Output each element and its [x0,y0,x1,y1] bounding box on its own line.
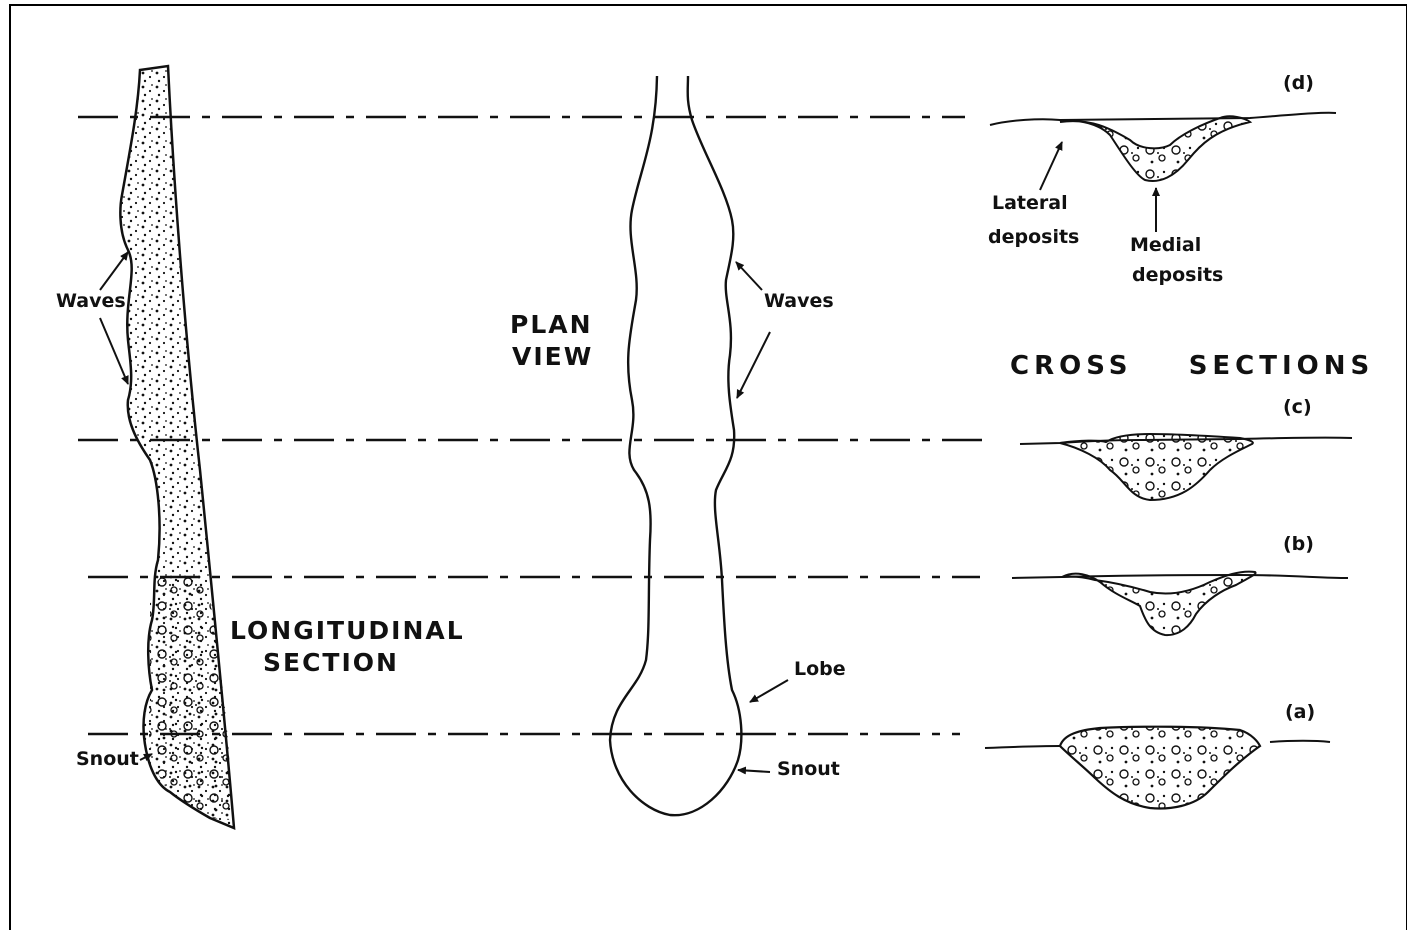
arrow-lateral [1040,142,1062,190]
cross-section-b [1012,572,1348,635]
waves-left-label: Waves [56,292,126,311]
arrow-waves-left-lower [100,318,128,384]
cross-section-c [1020,434,1352,500]
section-d-label: (d) [1283,74,1314,93]
lateral-deposits-label-line1: Lateral [992,194,1068,213]
section-c-label: (c) [1283,398,1312,417]
snout-plan-label: Snout [777,760,840,779]
arrow-waves-plan-lower [737,332,770,398]
plan-view-title-line2: VIEW [512,344,593,369]
plan-view-title-line1: PLAN [510,312,593,337]
arrow-snout-plan [738,770,770,772]
lobe-label: Lobe [794,660,846,679]
arrow-lobe [750,680,788,702]
snout-left-label: Snout [76,750,139,769]
section-a-label: (a) [1285,703,1315,722]
cross-section-a [985,727,1330,809]
longitudinal-section-title-line2: SECTION [263,650,399,675]
longitudinal-section-title-line1: LONGITUDINAL [230,618,465,643]
cross-section-d [990,113,1336,181]
medial-deposits-label-line2: deposits [1132,266,1223,285]
cross-sections-title: CROSS SECTIONS [1010,353,1374,379]
waves-plan-label: Waves [764,292,834,311]
plan-view-outline [610,76,741,815]
medial-deposits-label-line1: Medial [1130,236,1201,255]
longitudinal-section-drawing [120,66,234,828]
arrow-waves-left-upper [100,252,128,290]
arrow-waves-plan-upper [736,262,762,290]
section-b-label: (b) [1283,535,1314,554]
lateral-deposits-label-line2: deposits [988,228,1079,247]
